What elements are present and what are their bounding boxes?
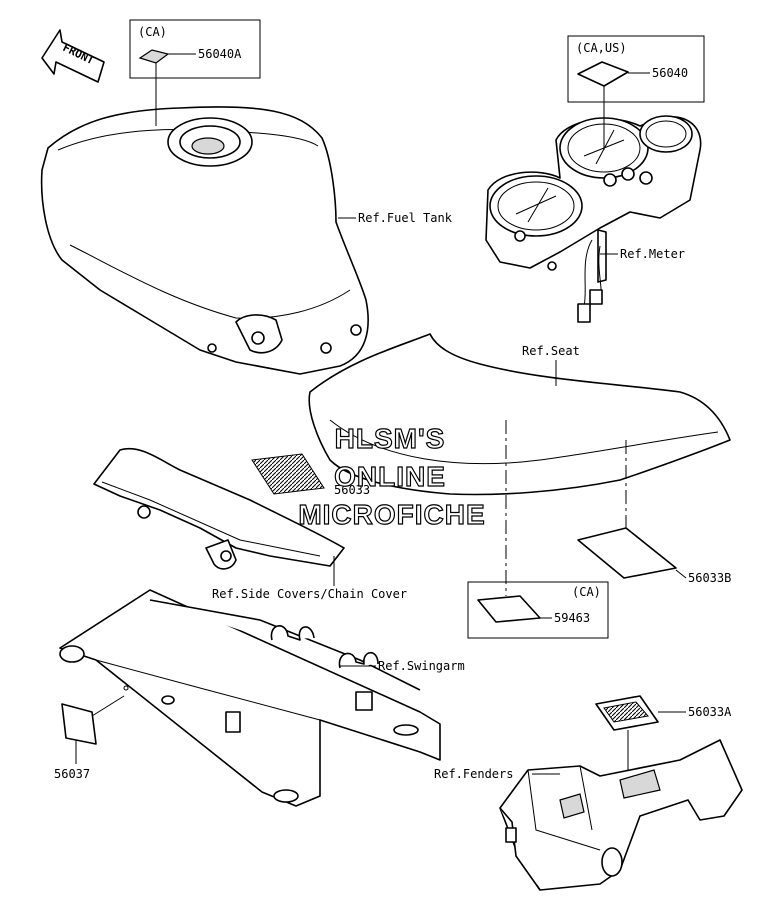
watermark: HLSM'S ONLINE MICROFICHE: [298, 422, 486, 530]
ref-side-covers-label: Ref.Side Covers/Chain Cover: [212, 587, 407, 601]
chain-cover-drawing: [93, 447, 345, 570]
callout-56040A: (CA) 56040A: [129, 19, 261, 126]
part-number-56033: 56033: [334, 483, 370, 497]
watermark-line-3: MICROFICHE: [298, 499, 485, 530]
ref-swingarm-label: Ref.Swingarm: [378, 659, 465, 673]
meter-drawing: [485, 115, 702, 323]
part-number-56033A: 56033A: [688, 705, 732, 719]
decal-56037: [61, 703, 97, 745]
watermark-line-1: HLSM'S: [335, 423, 446, 454]
front-arrow-icon: FRONT: [41, 29, 105, 83]
decal-56033: [251, 453, 325, 495]
part-number-56040: 56040: [652, 66, 688, 80]
ref-meter-label: Ref.Meter: [620, 247, 685, 261]
part-number-56033B: 56033B: [688, 571, 731, 585]
callout-56040: (CA,US) 56040: [567, 35, 705, 150]
ref-fenders-label: Ref.Fenders: [434, 767, 513, 781]
decal-56033B: [577, 527, 677, 579]
seat-drawing: [308, 333, 731, 496]
part-number-56040A: 56040A: [198, 47, 242, 61]
region-label-ca-us: (CA,US): [576, 41, 627, 55]
decal-56033A: [595, 695, 659, 731]
ref-seat-label: Ref.Seat: [522, 344, 580, 358]
callout-59463: (CA) 59463: [467, 581, 609, 639]
fender-drawing: [499, 739, 743, 891]
region-label-ca-2: (CA): [572, 585, 601, 599]
fuel-tank-drawing: [40, 106, 369, 375]
part-number-59463: 59463: [554, 611, 590, 625]
part-number-56037: 56037: [54, 767, 90, 781]
swingarm-drawing: [59, 589, 441, 807]
ref-fuel-tank-label: Ref.Fuel Tank: [358, 211, 453, 225]
region-label-ca: (CA): [138, 25, 167, 39]
watermark-line-2: ONLINE: [334, 461, 446, 492]
